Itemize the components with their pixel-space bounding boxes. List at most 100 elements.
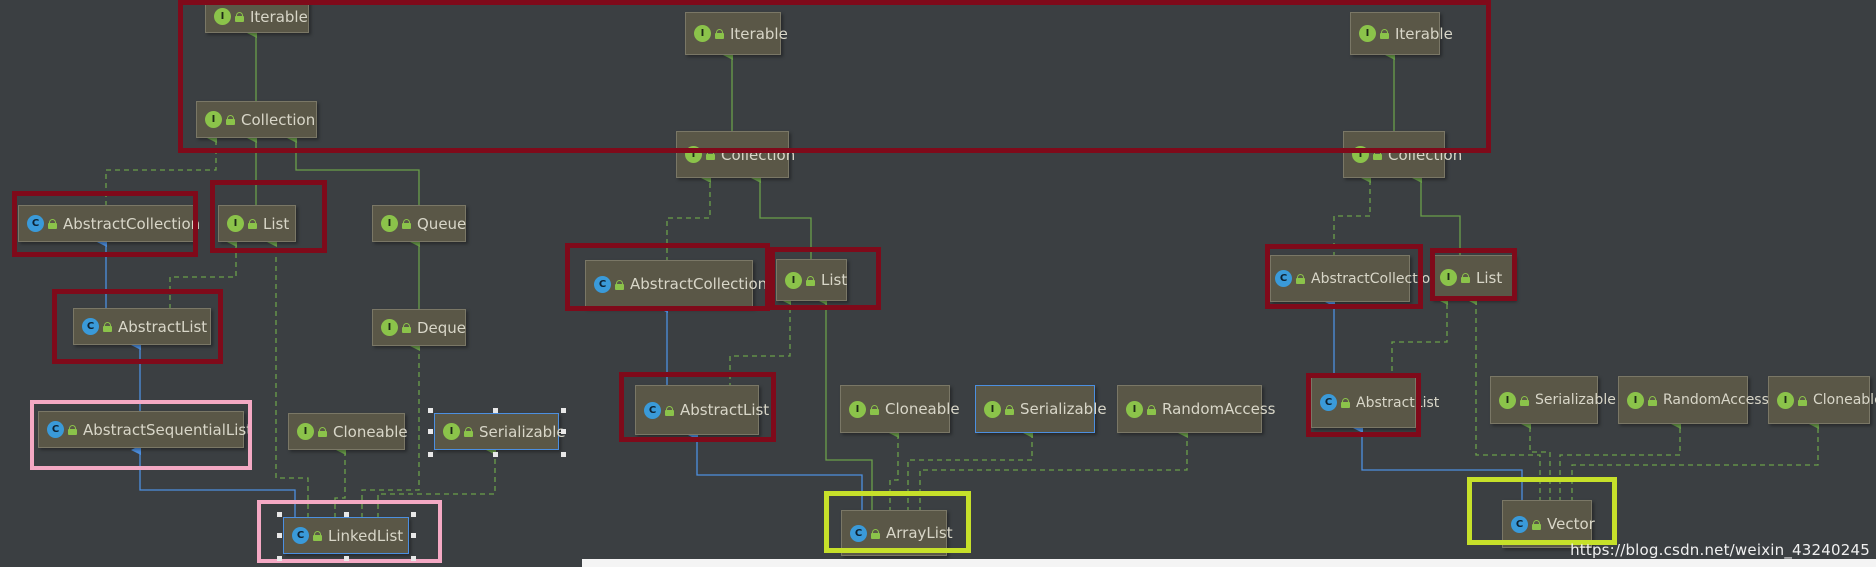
edge-abstractcollection-collection <box>105 133 217 206</box>
node-serializable[interactable]: I Serializable <box>975 385 1107 433</box>
edges-middle <box>658 50 1188 512</box>
selection-handle[interactable] <box>277 512 282 517</box>
edge-list-collection <box>1412 173 1461 257</box>
selection-handle[interactable] <box>411 556 416 561</box>
lock-icon <box>871 528 880 539</box>
lock-icon <box>1798 395 1807 406</box>
lock-icon <box>1341 398 1350 408</box>
edges-right <box>1325 50 1819 502</box>
node-label: Serializable <box>479 422 566 441</box>
interface-icon: I <box>1440 269 1457 286</box>
selection-handle[interactable] <box>561 408 566 413</box>
lock-icon <box>615 279 624 290</box>
node-label: LinkedList <box>328 526 404 545</box>
selection-handle[interactable] <box>277 533 282 538</box>
edge-abstractlist-list <box>169 237 237 309</box>
class-icon: C <box>27 215 44 232</box>
selection-handle[interactable] <box>344 556 349 561</box>
node-label: AbstractList <box>118 317 208 336</box>
node-label: AbstractCollection <box>630 275 768 293</box>
selection-handle[interactable] <box>493 408 498 413</box>
highlight-box-list-middle <box>770 247 881 310</box>
lock-icon <box>48 219 57 229</box>
selection-handle[interactable] <box>277 556 282 561</box>
node-linkedlist[interactable]: C LinkedList <box>283 517 409 554</box>
node-label: List <box>1476 268 1503 287</box>
node-label: Vector <box>1547 515 1595 533</box>
interface-icon: I <box>227 215 244 232</box>
lock-icon <box>68 425 77 435</box>
edge-linkedlist-abstractsequentiallist <box>131 445 296 518</box>
node-randomaccess[interactable]: I RandomAccess <box>1117 385 1275 433</box>
node-serializable[interactable]: I Serializable <box>1490 376 1616 424</box>
node-label: AbstractList <box>680 401 770 419</box>
selection-handle[interactable] <box>411 512 416 517</box>
selection-handle[interactable] <box>344 512 349 517</box>
lock-icon <box>318 427 327 437</box>
highlight-box-abstractcollection-right <box>1265 244 1423 309</box>
interface-icon: I <box>1627 391 1644 409</box>
selection-handle[interactable] <box>428 452 433 457</box>
node-abstractsequentiallist[interactable]: C AbstractSequentialList <box>38 411 252 448</box>
node-iterable[interactable]: I Iterable <box>1350 12 1453 55</box>
node-iterable[interactable]: I Iterable <box>685 12 788 55</box>
class-icon: C <box>1275 270 1292 287</box>
lock-icon <box>1005 404 1014 415</box>
lock-icon <box>1380 29 1389 39</box>
selection-handle[interactable] <box>428 408 433 413</box>
node-label: RandomAccess <box>1162 400 1276 418</box>
node-abstractcollection[interactable]: C AbstractCollection <box>18 205 200 242</box>
interface-icon: I <box>1126 400 1143 418</box>
node-list[interactable]: I List <box>218 205 296 242</box>
highlight-box-list-right <box>1430 248 1517 301</box>
lock-icon <box>313 531 322 541</box>
node-label: AbstractCollection <box>63 214 201 233</box>
node-cloneable[interactable]: I Cloneable <box>1768 376 1876 424</box>
interface-icon: I <box>1499 391 1516 409</box>
node-queue[interactable]: I Queue <box>372 205 466 242</box>
selection-handle[interactable] <box>428 429 433 434</box>
node-abstractlist[interactable]: C AbstractList <box>1311 377 1439 428</box>
interface-icon: I <box>214 8 231 25</box>
edge-linkedlist-deque <box>361 341 420 518</box>
selection-handle[interactable] <box>411 533 416 538</box>
node-deque[interactable]: I Deque <box>372 309 466 346</box>
edge-abstractcollection-collection <box>666 173 711 262</box>
lock-icon <box>665 405 674 416</box>
edge-vector-abstractlist <box>1353 423 1523 502</box>
node-randomaccess[interactable]: I RandomAccess <box>1618 376 1769 424</box>
edge-queue-collection <box>287 133 420 206</box>
node-cloneable[interactable]: I Cloneable <box>288 413 408 450</box>
node-abstractlist[interactable]: C AbstractList <box>73 308 211 345</box>
node-collection[interactable]: I Collection <box>196 101 317 138</box>
highlight-box-arraylist <box>824 491 971 553</box>
node-label: List <box>263 214 290 233</box>
node-cloneable[interactable]: I Cloneable <box>840 385 960 433</box>
bottom-strip <box>582 559 1876 567</box>
node-label: Cloneable <box>333 422 408 441</box>
node-label: List <box>821 271 848 289</box>
node-label: Iterable <box>1395 24 1453 43</box>
selection-handle[interactable] <box>561 429 566 434</box>
node-iterable[interactable]: I Iterable <box>205 0 309 33</box>
selection-handle[interactable] <box>493 452 498 457</box>
edge-arraylist-list <box>817 295 873 512</box>
edge-abstractlist-list <box>729 295 791 388</box>
node-abstractcollection[interactable]: C AbstractCollection <box>585 260 767 308</box>
node-serializable[interactable]: I Serializable <box>434 413 566 450</box>
lock-icon <box>402 219 411 229</box>
node-list[interactable]: I List <box>776 259 847 301</box>
node-label: ArrayList <box>886 524 953 542</box>
highlight-box-vector <box>1467 477 1617 545</box>
interface-icon: I <box>381 319 398 336</box>
node-list[interactable]: I List <box>1431 255 1515 300</box>
lock-icon <box>715 29 724 39</box>
node-abstractlist[interactable]: C AbstractList <box>635 385 769 435</box>
highlight-box-list-left <box>210 180 327 253</box>
node-label: Cloneable <box>885 400 960 418</box>
node-abstractcollection[interactable]: C AbstractCollection <box>1270 255 1439 302</box>
edge-list-collection <box>751 173 812 262</box>
interface-icon: I <box>205 111 222 128</box>
selection-handle[interactable] <box>561 452 566 457</box>
